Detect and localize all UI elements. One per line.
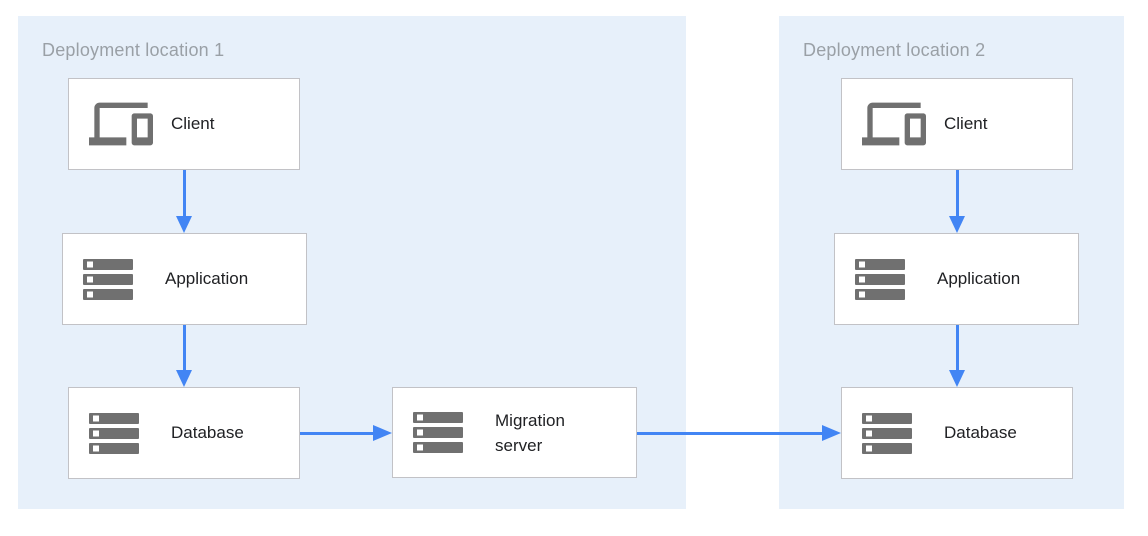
arrow-head-right-icon	[373, 425, 392, 441]
server-stack-icon	[862, 412, 932, 454]
node-application-1: Application	[62, 233, 307, 325]
node-label: Database	[171, 423, 244, 442]
arrow-application2-to-database2	[949, 325, 965, 387]
node-label: Migration server	[495, 410, 565, 455]
arrow-head-down-icon	[176, 216, 192, 233]
arrow-database1-to-migration-server	[300, 425, 392, 441]
node-application-2: Application	[834, 233, 1079, 325]
arrow-shaft	[300, 431, 375, 435]
node-label: Database	[944, 423, 1017, 442]
node-migration-server: Migration server	[392, 387, 637, 478]
node-label: Client	[171, 114, 215, 133]
arrow-shaft	[182, 325, 186, 372]
server-stack-icon	[855, 258, 925, 300]
arrow-migration-server-to-database2	[637, 425, 841, 441]
node-database-1: Database	[68, 387, 300, 479]
arrow-head-down-icon	[949, 216, 965, 233]
deployment-location-1-label: Deployment location 1	[42, 40, 225, 60]
arrow-shaft	[182, 170, 186, 218]
node-client-1: Client	[68, 78, 300, 170]
arrow-client2-to-application2	[949, 170, 965, 233]
node-label: Application	[937, 269, 1021, 288]
server-stack-icon	[89, 412, 159, 454]
deployment-location-2-label: Deployment location 2	[803, 40, 986, 60]
server-stack-icon	[413, 412, 483, 453]
arrow-head-down-icon	[949, 370, 965, 387]
devices-icon	[862, 92, 932, 156]
arrow-client1-to-application1	[176, 170, 192, 233]
node-database-2: Database	[841, 387, 1073, 479]
server-stack-icon	[83, 258, 153, 300]
devices-icon	[89, 92, 159, 156]
arrow-shaft	[637, 431, 824, 435]
node-label: Client	[944, 114, 988, 133]
node-client-2: Client	[841, 78, 1073, 170]
arrow-shaft	[955, 170, 959, 218]
node-label: Application	[165, 269, 249, 288]
arrow-head-right-icon	[822, 425, 841, 441]
arrow-shaft	[955, 325, 959, 372]
arrow-application1-to-database1	[176, 325, 192, 387]
arrow-head-down-icon	[176, 370, 192, 387]
